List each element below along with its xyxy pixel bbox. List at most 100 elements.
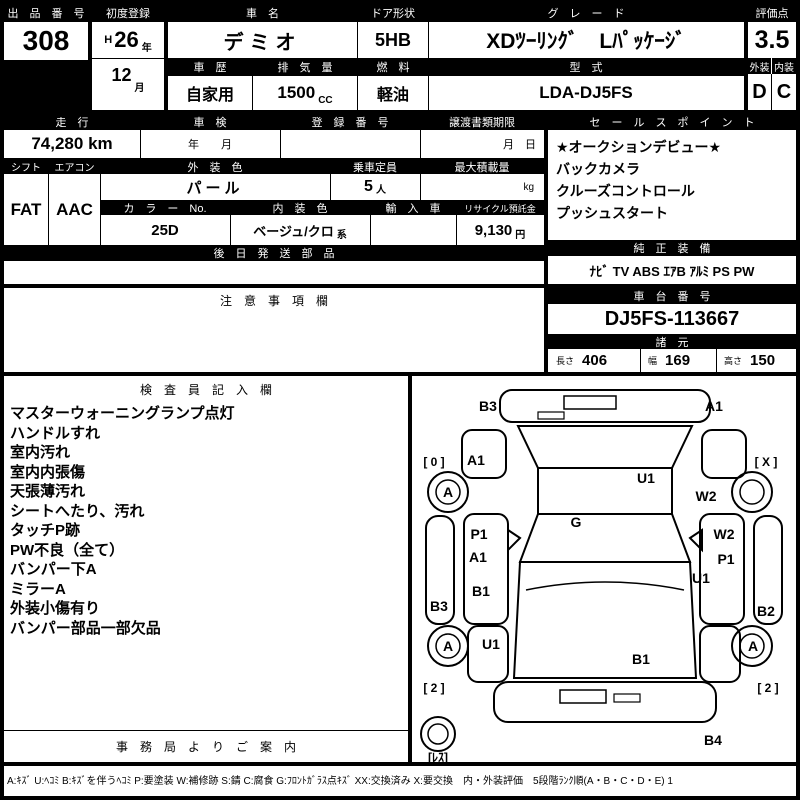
divider: [140, 114, 141, 158]
right-rear-quarter-panel: [701, 429, 747, 479]
spec-height-value: 150: [750, 352, 776, 369]
diagram-damage-label: [ 0 ]: [423, 455, 445, 469]
note-line: ハンドルすれ: [10, 424, 101, 442]
interior-color-text: ベージュ/クロ: [253, 223, 334, 239]
divider: [92, 58, 164, 59]
rear-garnish: [537, 411, 565, 420]
interior-grade-label: 内装: [772, 58, 796, 74]
diagram-damage-label: A1: [469, 549, 487, 565]
divider: [640, 349, 641, 372]
diagram-damage-label: P1: [470, 526, 488, 542]
divider: [420, 159, 421, 200]
diagram-damage-label: B3: [430, 598, 448, 614]
interior-color-label: 内 装 色: [230, 201, 370, 215]
sales-points-list: ★オークションデビュー★バックカメラクルーズコントロールプッシュスタート: [548, 130, 796, 240]
note-line: PW不良（全て）: [10, 541, 125, 559]
mileage-label: 走 行: [4, 114, 140, 130]
recycle-number: 9,130: [474, 221, 513, 239]
divider: [0, 110, 800, 114]
car-outline-svg: [420, 389, 783, 752]
auction-no-label: 出 品 番 号: [4, 4, 88, 22]
aircon-label: エアコン: [49, 159, 100, 174]
car-name-value: デミオ: [223, 31, 302, 54]
divider: [408, 376, 412, 762]
displacement-label: 排 気 量: [252, 58, 358, 76]
factory-equipment-label: 純 正 装 備: [548, 240, 796, 256]
max-load-unit: kg: [523, 181, 534, 193]
spec-height: 高さ 150: [716, 349, 796, 372]
import-car-label: 輸 入 車: [370, 201, 456, 215]
color-no-label: カ ラ ー No.: [100, 201, 230, 215]
model-code-label: 型 式: [428, 58, 744, 76]
divider: [0, 796, 800, 800]
exterior-grade-label: 外装: [748, 58, 771, 74]
divider: [164, 4, 168, 110]
note-line: 外装小傷有り: [10, 600, 101, 617]
interior-grade-value: C: [776, 80, 792, 103]
transfer-deadline-value: 月 日: [503, 139, 536, 151]
divider: [100, 200, 544, 201]
first-registration-year: H 26 年: [92, 22, 164, 58]
divider: [716, 349, 717, 372]
divider: [796, 0, 800, 800]
caution-box-label: 注 意 事 項 欄: [219, 293, 328, 308]
displacement-number: 1500: [277, 83, 316, 102]
note-line: ミラーA: [10, 580, 66, 598]
capacity-unit: 人: [375, 185, 386, 196]
era-mark: H: [104, 34, 113, 46]
divider: [252, 58, 253, 110]
divider: [330, 159, 331, 200]
month-number: 12: [111, 65, 132, 85]
spec-width: 幅 169: [640, 349, 716, 372]
year-number: 26: [114, 27, 139, 52]
sp-line: バックカメラ: [556, 161, 640, 177]
diagram-damage-label: U1: [692, 570, 710, 586]
divider: [4, 730, 408, 731]
diagram-damage-label: A: [747, 638, 759, 654]
right-rocker-panel: [753, 515, 783, 625]
recycle-unit: 円: [515, 230, 526, 241]
divider: [0, 372, 800, 376]
divider: [280, 114, 281, 158]
rear-license-plate: [563, 395, 617, 410]
office-notice-label: 事 務 局 よ り ご 案 内: [115, 740, 296, 754]
recycle-deposit-value: 9,130 円: [456, 215, 544, 245]
door-shape-value: 5HB: [374, 29, 411, 50]
right-front-quarter-panel: [699, 625, 741, 683]
diagram-damage-label: [ 2 ]: [423, 681, 445, 695]
capacity-value: 5 人: [330, 174, 420, 200]
spec-width-value: 169: [665, 352, 691, 369]
divider: [0, 0, 800, 4]
mileage-value: 74,280 km: [31, 134, 113, 153]
diagram-damage-label: W2: [695, 488, 717, 504]
transfer-deadline-label: 譲渡書類期限: [420, 114, 544, 130]
hood-line: [525, 581, 685, 591]
shift-value: FAT: [10, 199, 42, 219]
inspector-section-label: 検 査 員 記 入 欄: [139, 382, 272, 397]
rear-bumper: [499, 389, 711, 423]
diagram-damage-label: W2: [713, 526, 735, 542]
year-unit: 年: [141, 43, 152, 54]
first-registration-label: 初度登録: [92, 4, 164, 22]
left-front-quarter-panel: [467, 625, 509, 683]
front-license-plate: [559, 689, 607, 704]
later-shipped-parts-label: 後 日 発 送 部 品: [4, 245, 544, 261]
divider: [456, 201, 457, 245]
interior-color-suffix: 系: [336, 230, 347, 241]
vin-label: 車 台 番 号: [548, 288, 796, 304]
front-bumper: [493, 681, 717, 723]
note-line: 室内内張傷: [10, 463, 86, 481]
grade-label: グ レ ー ド: [428, 4, 744, 22]
spec-length-value: 406: [582, 352, 608, 369]
diagram-damage-label: A: [442, 638, 454, 654]
note-line: 室内汚れ: [10, 444, 71, 461]
spec-width-label: 幅: [648, 356, 658, 366]
front-garnish: [613, 693, 641, 703]
divider: [4, 158, 544, 159]
auction-no-value: 308: [22, 25, 70, 56]
left-rocker-panel: [425, 515, 455, 625]
note-line: バンパー部品一部欠品: [10, 619, 161, 637]
exterior-color-label: 外 装 色: [100, 159, 330, 174]
